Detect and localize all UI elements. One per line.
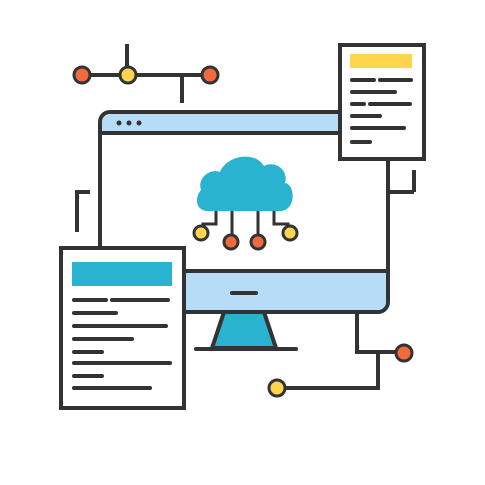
cloud-icon bbox=[192, 156, 299, 251]
document-icon bbox=[59, 246, 186, 410]
network-node-icon bbox=[200, 65, 220, 85]
network-node-icon bbox=[249, 233, 267, 251]
network-node-icon bbox=[394, 343, 414, 363]
network-node-icon bbox=[118, 65, 138, 85]
window-dot-icon bbox=[136, 120, 142, 126]
window-dot-icon bbox=[126, 120, 132, 126]
network-node-icon bbox=[281, 224, 299, 242]
network-node-icon bbox=[222, 233, 240, 251]
document-icon bbox=[338, 43, 426, 161]
network-node-icon bbox=[192, 224, 210, 242]
network-node-icon bbox=[267, 378, 287, 398]
window-dot-icon bbox=[116, 120, 122, 126]
network-node-icon bbox=[72, 65, 92, 85]
network-nodes bbox=[72, 65, 414, 398]
